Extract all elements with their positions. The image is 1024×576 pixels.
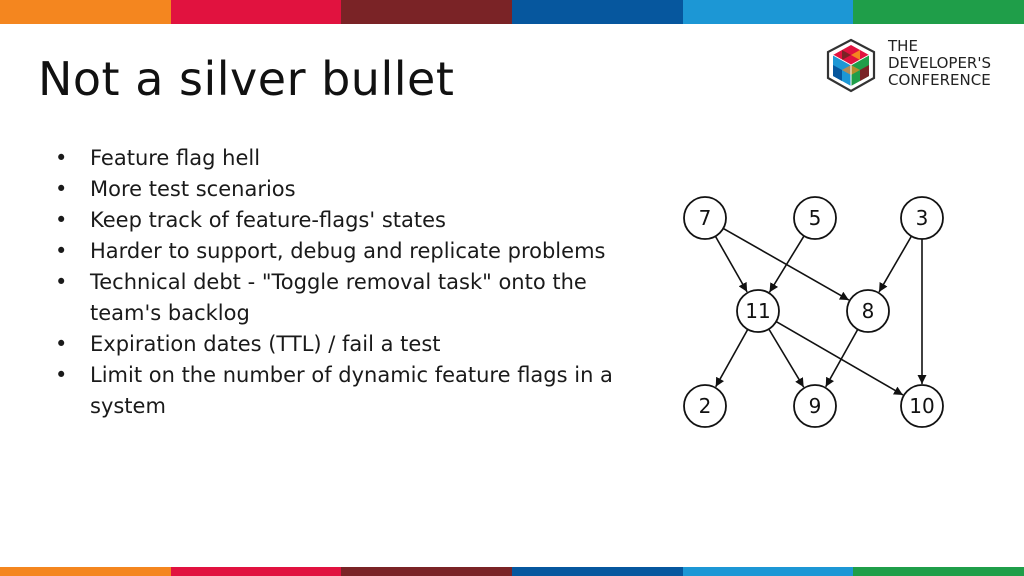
graph-node-circle [793, 196, 837, 240]
stripe-segment [512, 0, 683, 24]
cube-logo-icon [826, 38, 876, 93]
bullet-dot: • [55, 208, 68, 232]
graph-node-label: 3 [916, 206, 929, 230]
bullet-dot: • [55, 239, 68, 263]
graph-edge-7-to-11 [714, 235, 748, 293]
list-item: • Harder to support, debug and replicate … [52, 236, 632, 267]
bullet-dot: • [55, 363, 68, 387]
graph-node-label: 8 [862, 299, 875, 323]
list-item: • Technical debt - "Toggle removal task" … [52, 267, 632, 329]
graph-edge-3-to-8 [878, 235, 913, 293]
stripe-segment [853, 0, 1024, 24]
stripe-segment [682, 0, 854, 24]
graph-edge-5-to-11 [768, 235, 805, 293]
bullet-text: Feature flag hell [90, 146, 261, 170]
graph-node-circle [900, 196, 944, 240]
stripe-segment [341, 567, 513, 576]
bullet-text: Expiration dates (TTL) / fail a test [90, 332, 441, 356]
bottom-color-stripe [0, 567, 1024, 576]
dependency-graph: 7 5 3 11 8 2 9 10 [683, 196, 944, 428]
graph-node-circle [846, 289, 890, 333]
list-item: • Feature flag hell [52, 143, 632, 174]
graph-node-label: 7 [699, 206, 712, 230]
graph-node-circle [683, 384, 727, 428]
graph-node-7: 7 [683, 196, 727, 240]
conference-logo: THE DEVELOPER'S CONFERENCE [822, 38, 1002, 94]
bullet-dot: • [55, 332, 68, 356]
stripe-segment [853, 567, 1024, 576]
graph-node-9: 9 [793, 384, 837, 428]
slide-title: Not a silver bullet [38, 52, 455, 106]
graph-node-circle [793, 384, 837, 428]
graph-node-circle [683, 196, 727, 240]
bullet-text: Limit on the number of dynamic feature f… [90, 363, 613, 418]
graph-node-label: 2 [699, 394, 712, 418]
graph-node-5: 5 [793, 196, 837, 240]
bullet-dot: • [55, 177, 68, 201]
logo-line: DEVELOPER'S [888, 54, 991, 72]
stripe-segment [0, 567, 171, 576]
graph-node-2: 2 [683, 384, 727, 428]
graph-node-8: 8 [846, 289, 890, 333]
bullet-dot: • [55, 146, 68, 170]
graph-node-circle [736, 289, 780, 333]
graph-node-label: 5 [809, 206, 822, 230]
graph-node-label: 10 [909, 394, 934, 418]
bullet-text: Harder to support, debug and replicate p… [90, 239, 606, 263]
stripe-segment [341, 0, 513, 24]
stripe-segment [512, 567, 683, 576]
logo-line: THE [888, 37, 918, 55]
graph-edge-8-to-9 [825, 328, 859, 388]
graph-edge-11-to-2 [715, 328, 749, 388]
list-item: • Limit on the number of dynamic feature … [52, 360, 632, 422]
graph-node-label: 11 [745, 299, 770, 323]
top-color-stripe [0, 0, 1024, 24]
stripe-segment [0, 0, 171, 24]
bullet-dot: • [55, 270, 68, 294]
graph-node-3: 3 [900, 196, 944, 240]
graph-node-11: 11 [736, 289, 780, 333]
graph-edge-11-to-10 [775, 320, 904, 396]
stripe-segment [170, 0, 342, 24]
graph-node-circle [900, 384, 944, 428]
list-item: • More test scenarios [52, 174, 632, 205]
list-item: • Keep track of feature-flags' states [52, 205, 632, 236]
stripe-segment [682, 567, 854, 576]
logo-line: CONFERENCE [888, 71, 991, 89]
bullet-text: Technical debt - "Toggle removal task" o… [90, 270, 587, 325]
graph-node-10: 10 [900, 384, 944, 428]
bullet-text: More test scenarios [90, 177, 296, 201]
list-item: • Expiration dates (TTL) / fail a test [52, 329, 632, 360]
bullet-list: •Feature flag hell •More test scenarios … [52, 143, 632, 422]
stripe-segment [170, 567, 342, 576]
logo-wordmark: THE DEVELOPER'S CONFERENCE [888, 38, 991, 89]
graph-node-label: 9 [809, 394, 822, 418]
bullet-text: Keep track of feature-flags' states [90, 208, 446, 232]
graph-edge-11-to-9 [768, 328, 805, 388]
